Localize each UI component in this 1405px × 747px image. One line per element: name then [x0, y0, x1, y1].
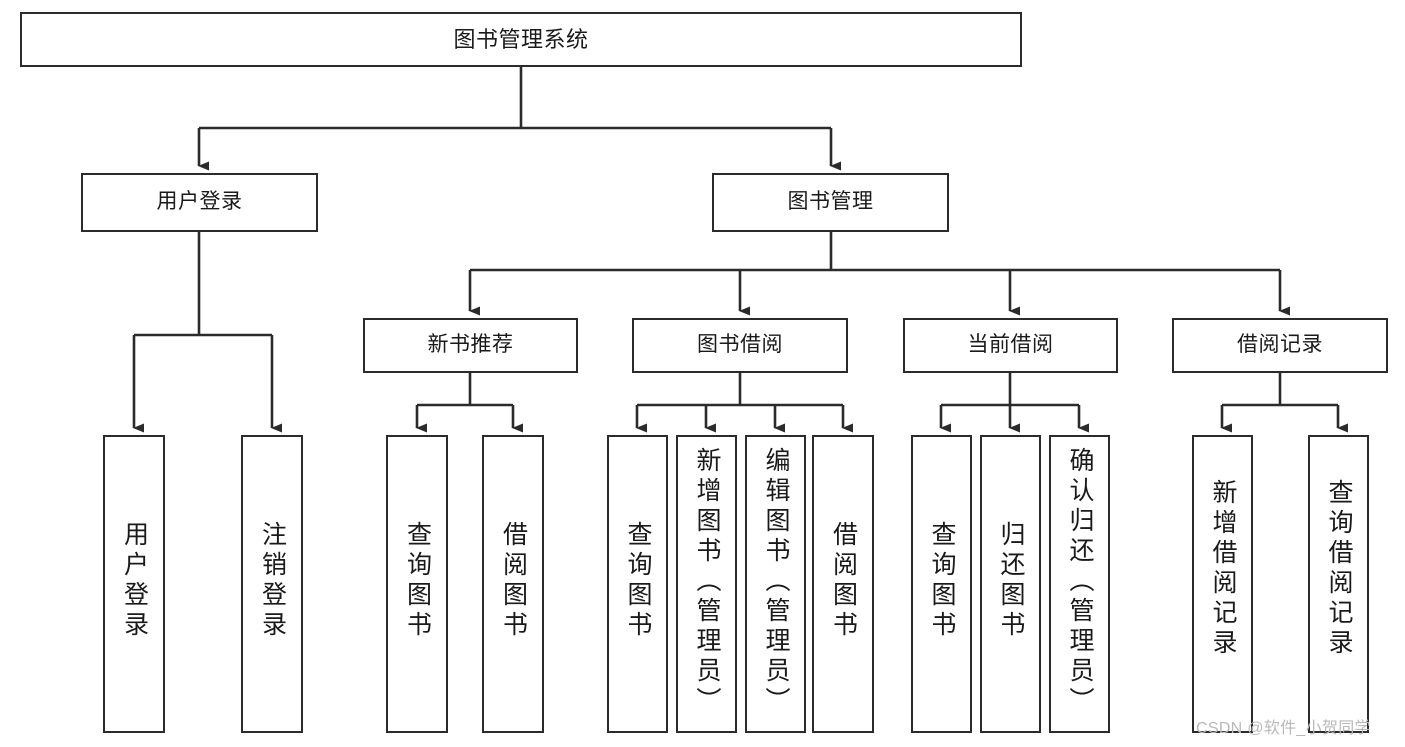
node-leaf-add-book[interactable]: 新增图书（管理员） [676, 435, 737, 733]
node-label: 新增图书（管理员） [693, 447, 721, 717]
node-leaf-add-borrow-record[interactable]: 新增借阅记录 [1192, 435, 1253, 733]
node-leaf-query-borrow-record[interactable]: 查询借阅记录 [1308, 435, 1369, 733]
node-label: 查询借阅记录 [1325, 479, 1353, 659]
node-new-book-recommend[interactable]: 新书推荐 [363, 318, 578, 373]
node-user-login[interactable]: 用户登录 [81, 173, 318, 232]
node-borrow-record[interactable]: 借阅记录 [1172, 318, 1388, 373]
node-label: 借阅记录 [1237, 333, 1323, 357]
node-leaf-logout-login[interactable]: 注销登录 [241, 435, 303, 733]
csdn-watermark: CSDN @软件_小贺同学 [1196, 720, 1371, 737]
node-book-management-system[interactable]: 图书管理系统 [20, 12, 1022, 67]
node-book-management[interactable]: 图书管理 [712, 173, 949, 232]
node-label: 用户登录 [156, 190, 243, 214]
node-leaf-borrow-book-borrow[interactable]: 借阅图书 [812, 435, 874, 733]
node-label: 编辑图书（管理员） [762, 447, 790, 717]
node-leaf-borrow-book-recommend[interactable]: 借阅图书 [482, 435, 544, 733]
node-label: 借阅图书 [499, 521, 528, 641]
node-label: 图书管理 [787, 190, 874, 214]
node-label: 注销登录 [258, 521, 287, 641]
node-leaf-user-login[interactable]: 用户登录 [103, 435, 165, 733]
node-label: 图书借阅 [697, 333, 783, 357]
node-label: 查询图书 [403, 521, 432, 641]
node-label: 新书推荐 [427, 333, 514, 357]
node-label: 确认归还（管理员） [1066, 447, 1094, 717]
node-label: 借阅图书 [829, 521, 858, 641]
node-current-borrow[interactable]: 当前借阅 [903, 318, 1118, 373]
node-leaf-query-book-recommend[interactable]: 查询图书 [386, 435, 448, 733]
node-leaf-edit-book[interactable]: 编辑图书（管理员） [745, 435, 806, 733]
node-label: 图书管理系统 [453, 26, 589, 52]
node-label: 用户登录 [120, 521, 149, 641]
node-label: 新增借阅记录 [1209, 479, 1237, 659]
node-leaf-confirm-return[interactable]: 确认归还（管理员） [1049, 435, 1110, 733]
node-label: 当前借阅 [967, 333, 1054, 357]
node-label: 归还图书 [997, 521, 1025, 641]
node-label: 查询图书 [928, 521, 956, 641]
node-label: 查询图书 [624, 521, 652, 641]
node-book-borrow[interactable]: 图书借阅 [632, 318, 848, 373]
node-leaf-return-book[interactable]: 归还图书 [980, 435, 1041, 733]
node-leaf-query-book-current[interactable]: 查询图书 [911, 435, 972, 733]
node-leaf-query-book-borrow[interactable]: 查询图书 [607, 435, 668, 733]
